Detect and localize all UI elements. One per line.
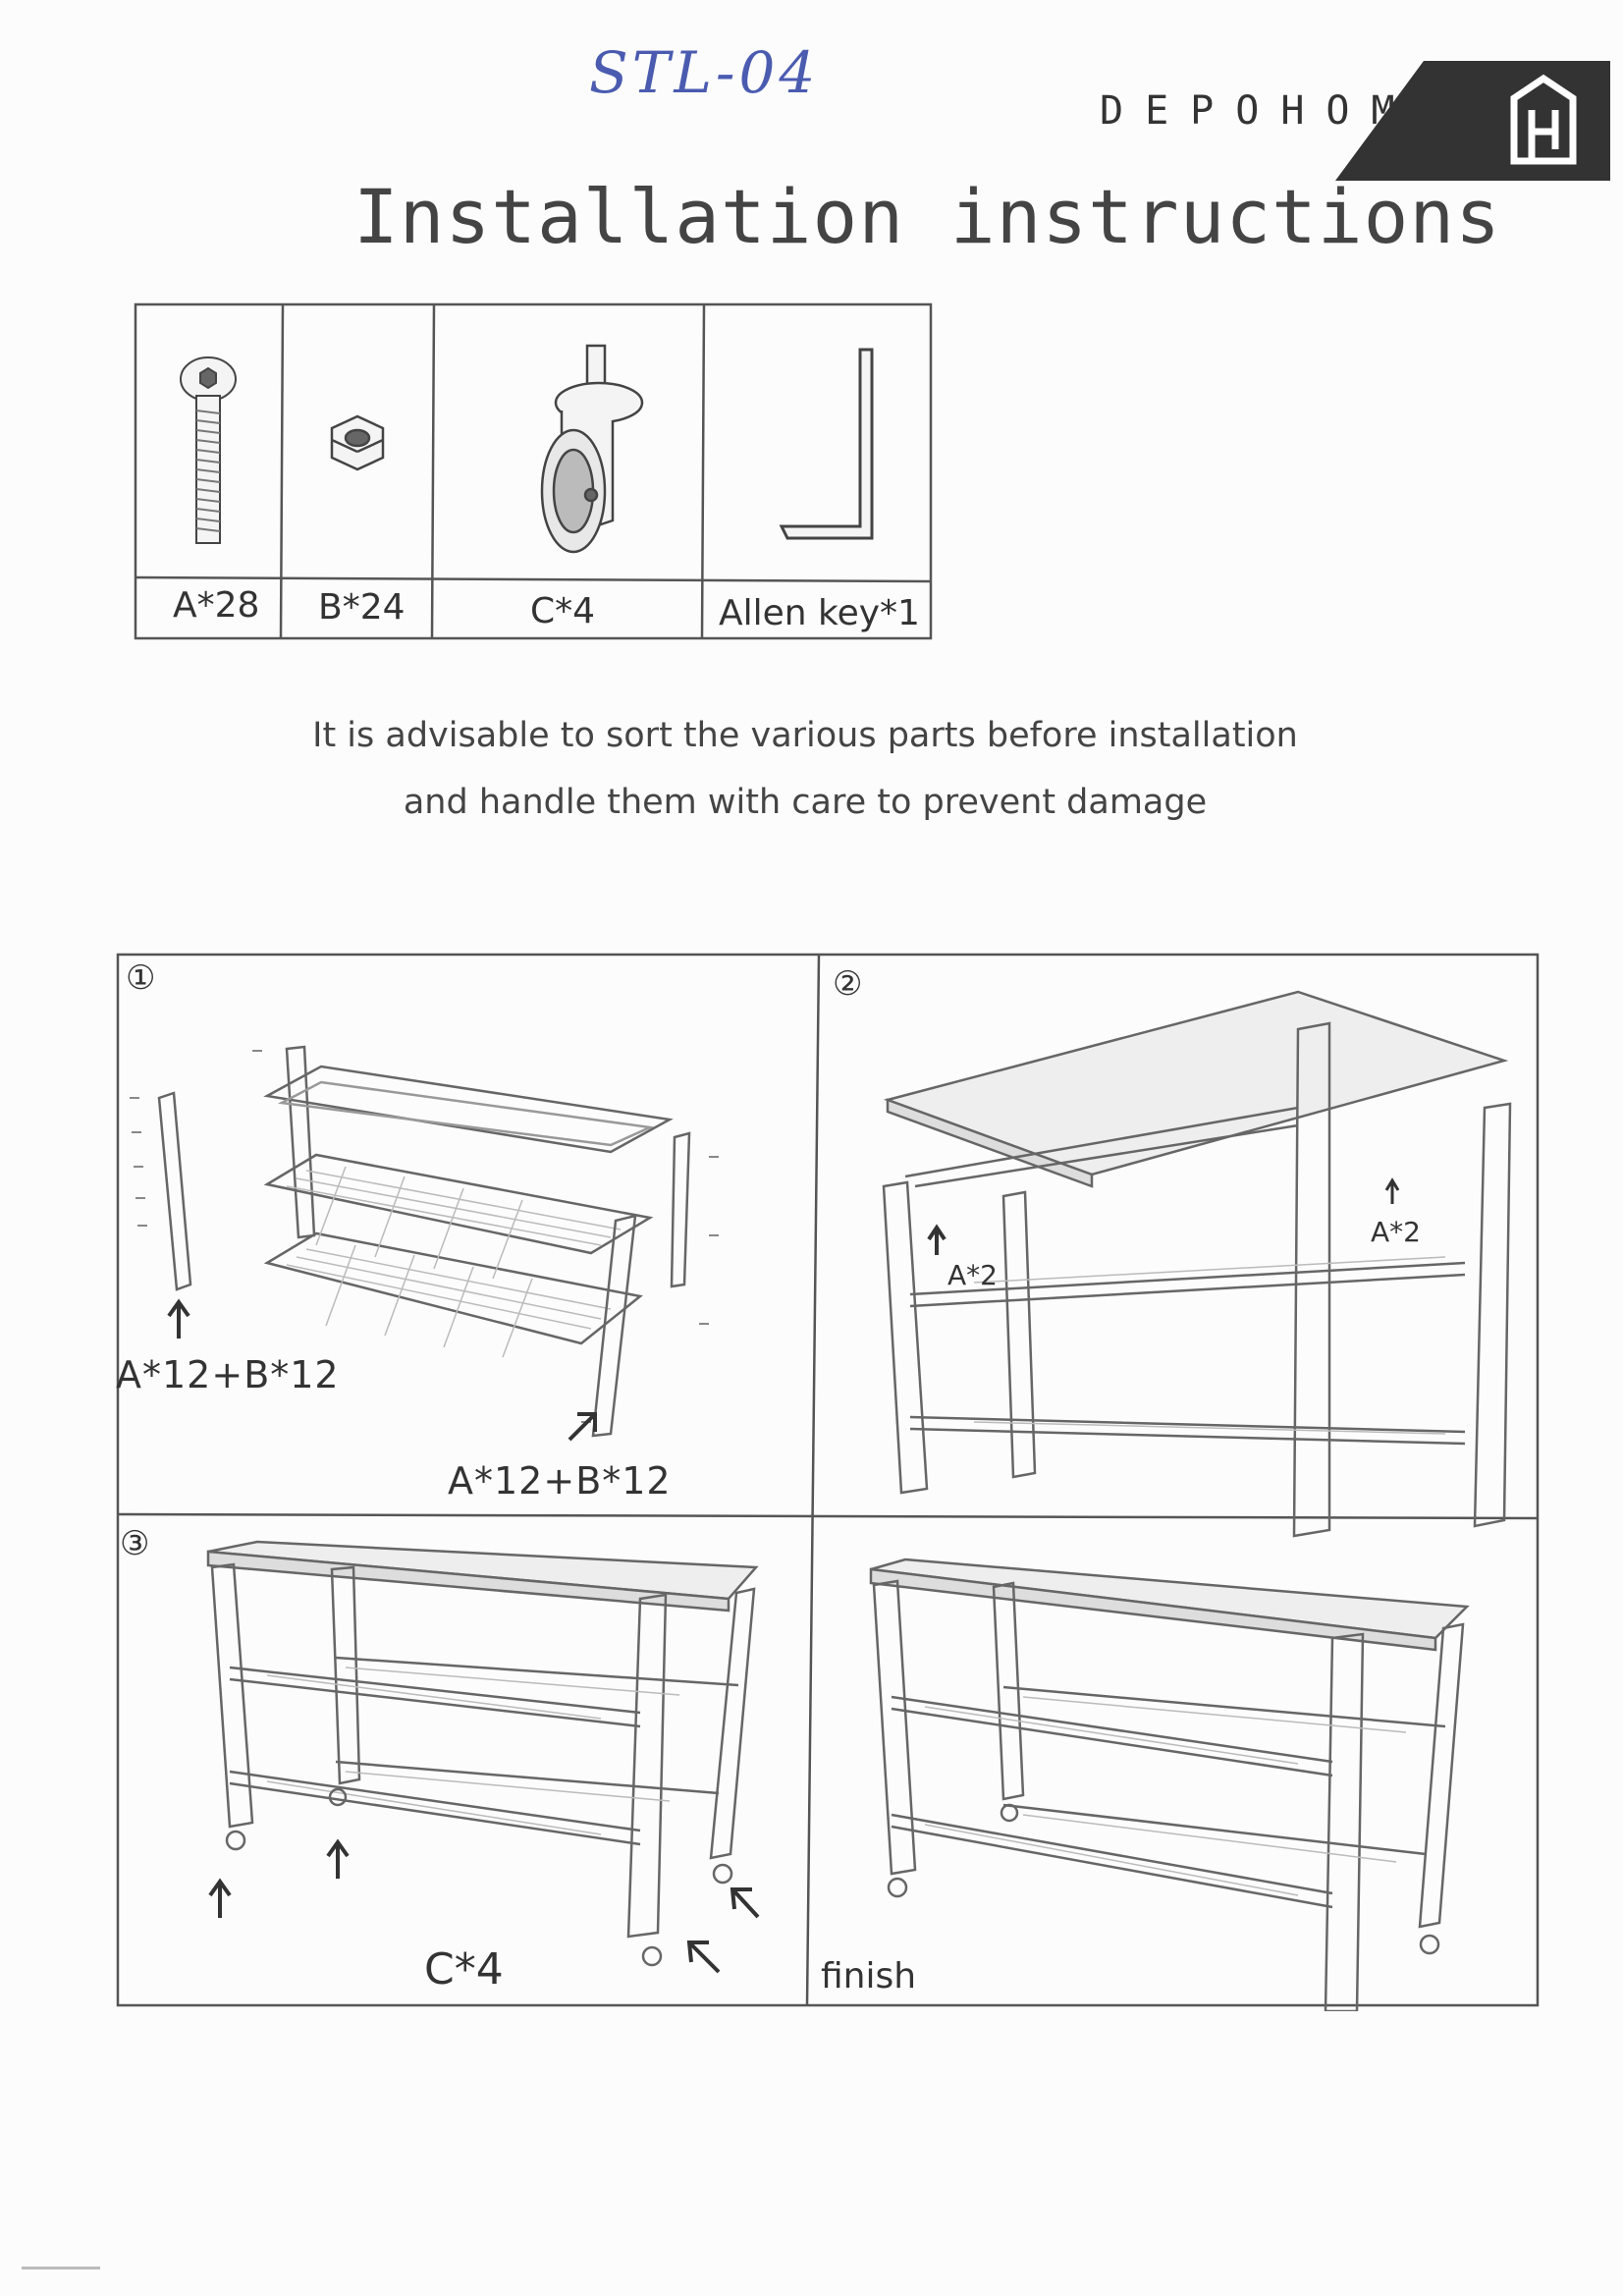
step-1-number: ① (126, 958, 156, 998)
step-4-label: finish (821, 1956, 917, 1996)
part-label-c: C*4 (530, 591, 596, 631)
house-logo-icon (1510, 74, 1577, 165)
part-label-b: B*24 (318, 587, 406, 628)
screw-icon (180, 356, 237, 544)
part-label-a: A*28 (173, 585, 260, 626)
step-1-arrow-left (167, 1298, 190, 1339)
step-4-illustration (869, 1558, 1470, 2011)
step-2-label-right: A*2 (1371, 1216, 1421, 1248)
advice-note: It is advisable to sort the various part… (245, 702, 1365, 836)
step-3-illustration (206, 1540, 759, 1967)
step-3-arrow-4 (730, 1887, 760, 1919)
scan-edge-mark (22, 2267, 100, 2269)
step-1-label-right: A*12+B*12 (448, 1459, 672, 1503)
handwritten-model-code: STL-04 (589, 39, 820, 106)
parts-table: A*28 B*24 C*4 Allen key*1 (130, 302, 937, 642)
caster-wheel-icon (540, 344, 644, 554)
advice-note-line-2: and handle them with care to prevent dam… (403, 783, 1208, 822)
step-3-arrow-1 (208, 1878, 232, 1918)
brand-logo (1335, 61, 1610, 181)
step-3-number: ③ (120, 1524, 150, 1563)
hex-nut-icon (330, 414, 385, 471)
step-2-arrow-right (1384, 1177, 1400, 1204)
step-1-illustration (130, 1045, 719, 1438)
assembly-steps-grid: ① A*12+B*12 A*12+B*12 ② A*2 A*2 ③ C*4 fi… (90, 951, 1543, 2011)
step-2-number: ② (833, 964, 863, 1004)
advice-note-line-1: It is advisable to sort the various part… (312, 716, 1298, 755)
step-1-arrow-right (568, 1412, 597, 1442)
step-3-label: C*4 (424, 1944, 504, 1995)
step-3-arrow-3 (686, 1941, 721, 1974)
part-label-allen-key: Allen key*1 (719, 593, 920, 633)
step-3-arrow-2 (326, 1838, 350, 1879)
page-title: Installation instructions (353, 173, 1501, 260)
step-2-label-left: A*2 (947, 1259, 998, 1291)
step-2-illustration (882, 990, 1512, 1538)
step-1-label-left: A*12+B*12 (116, 1353, 340, 1396)
step-2-arrow-left (927, 1224, 947, 1255)
allen-key-icon (779, 348, 874, 540)
